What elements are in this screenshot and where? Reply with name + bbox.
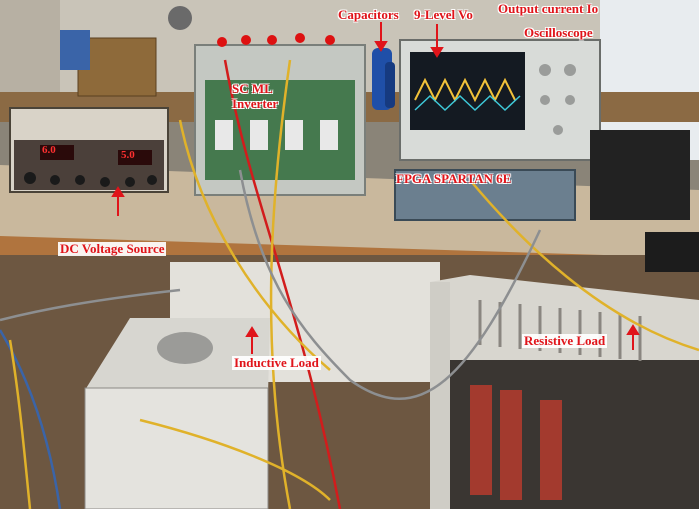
resistive-load-label: Resistive Load xyxy=(522,333,608,348)
fpga-label: FPGA SPARTAN 6E xyxy=(396,171,512,186)
wall-panel xyxy=(0,0,60,110)
inductor-coil xyxy=(157,332,213,364)
trace-voltage xyxy=(414,77,516,103)
dc-display-left-value: 6.0 xyxy=(42,144,56,156)
dc-display-right xyxy=(118,150,152,165)
capacitors-label: Capacitors xyxy=(338,7,399,22)
dc-display-left xyxy=(40,145,74,160)
inductive-cabinet xyxy=(84,387,269,509)
nine-level-vo-label: 9-Level Vo xyxy=(414,7,473,22)
inverter-heatsinks xyxy=(215,120,338,150)
inverter-terminals xyxy=(217,33,335,47)
computer xyxy=(590,130,690,220)
annotation-arrows xyxy=(111,22,640,354)
knob-top xyxy=(168,6,192,30)
dc-knobs xyxy=(24,172,157,187)
resistive-door xyxy=(430,282,450,509)
oscilloscope-screen xyxy=(410,52,525,130)
trace-current xyxy=(414,94,521,112)
oscilloscope-knobs xyxy=(539,64,576,135)
sc-ml-label: SC ML xyxy=(232,81,273,96)
output-current-label: Output current Io xyxy=(498,1,599,16)
fpga-box xyxy=(394,169,576,221)
capacitor-2 xyxy=(385,62,395,108)
dc-source-label: DC Voltage Source xyxy=(58,241,167,256)
blue-object xyxy=(60,30,90,70)
cables xyxy=(0,59,699,509)
oscilloscope-label: Oscilloscope xyxy=(524,25,593,40)
inductive-load-label: Inductive Load xyxy=(232,355,321,370)
resistor-coils xyxy=(470,385,562,500)
dc-display-right-value: 5.0 xyxy=(121,149,135,161)
keyboard xyxy=(645,232,699,272)
inverter-label: Inverter xyxy=(232,96,279,111)
resistive-top xyxy=(430,275,699,380)
transformer xyxy=(77,37,157,97)
